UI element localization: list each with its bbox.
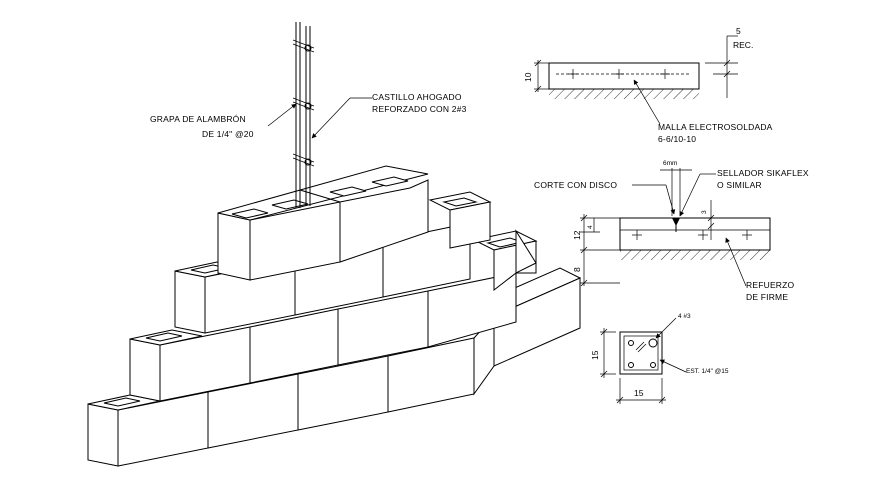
column-width: 15 <box>634 388 644 398</box>
column-section <box>600 317 687 404</box>
block-wall-isometric <box>87 22 582 467</box>
reinf-label-2: DE FIRME <box>746 292 788 302</box>
block-row-3 <box>174 191 492 334</box>
block-row-1 <box>87 267 582 467</box>
joint-top-depth: 4 <box>587 225 594 229</box>
joint-detail <box>580 168 771 287</box>
joint-base-height: 8 <box>572 267 582 272</box>
block-row-2 <box>129 229 538 402</box>
grapa-label-2: DE 1/4" @20 <box>202 129 254 139</box>
castillo-label-2: REFORZADO CON 2#3 <box>372 104 467 114</box>
cut-width: 6mm <box>663 160 677 167</box>
grapa-label-1: GRAPA DE ALAMBRÓN <box>150 114 246 124</box>
mesh-label-2: 6-6/10-10 <box>658 134 696 144</box>
column-stirrup: EST. 1/4" @15 <box>686 368 729 375</box>
castillo-rebar <box>292 22 315 208</box>
slab-cover-label: REC. <box>733 40 753 50</box>
reinf-label-1: REFUERZO <box>746 280 795 290</box>
castillo-label-1: CASTILLO AHOGADO <box>372 92 462 102</box>
cut-depth: 3 <box>701 210 708 214</box>
mesh-label-1: MALLA ELECTROSOLDADA <box>658 122 773 132</box>
joint-total-height: 12 <box>572 230 582 240</box>
slab-cover-value: 5 <box>736 26 741 36</box>
sealant-label-2: O SIMILAR <box>717 180 762 190</box>
sealant-label-1: SELLADOR SIKAFLEX <box>717 168 809 178</box>
slab-thickness: 10 <box>523 72 533 82</box>
cut-label: CORTE CON DISCO <box>534 180 617 190</box>
slab-detail <box>534 35 738 125</box>
column-bars: 4 #3 <box>678 313 691 320</box>
column-height: 15 <box>590 350 600 360</box>
block-row-4 <box>217 165 429 281</box>
